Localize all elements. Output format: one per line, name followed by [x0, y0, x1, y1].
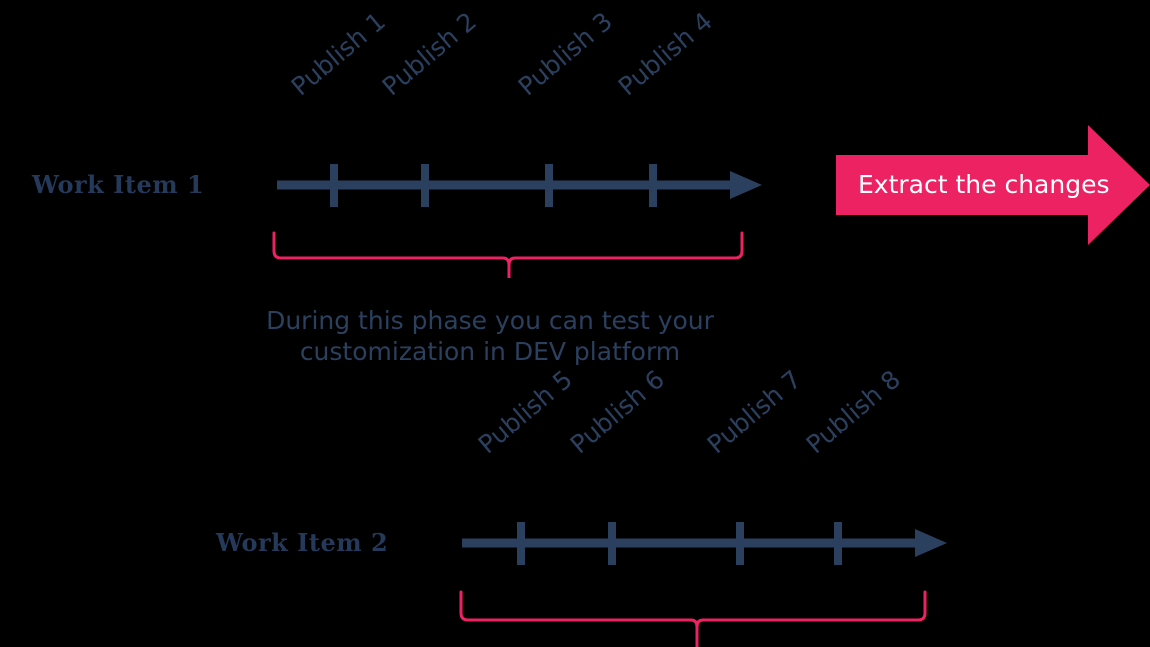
timeline-2-arrowhead	[915, 529, 947, 557]
milestone-label-publish-8: Publish 8	[800, 364, 906, 460]
phase-bracket-1	[272, 231, 744, 278]
work-item-1-label: Work Item 1	[32, 170, 205, 199]
timeline-2	[462, 522, 947, 565]
extract-changes-label: Extract the changes	[858, 170, 1110, 199]
phase-caption-1: During this phase you can test your cust…	[266, 306, 714, 366]
timeline-1	[277, 164, 762, 207]
work-item-2-label: Work Item 2	[216, 528, 389, 557]
phase-bracket-2	[459, 590, 927, 647]
timeline-1-arrowhead	[730, 171, 762, 199]
